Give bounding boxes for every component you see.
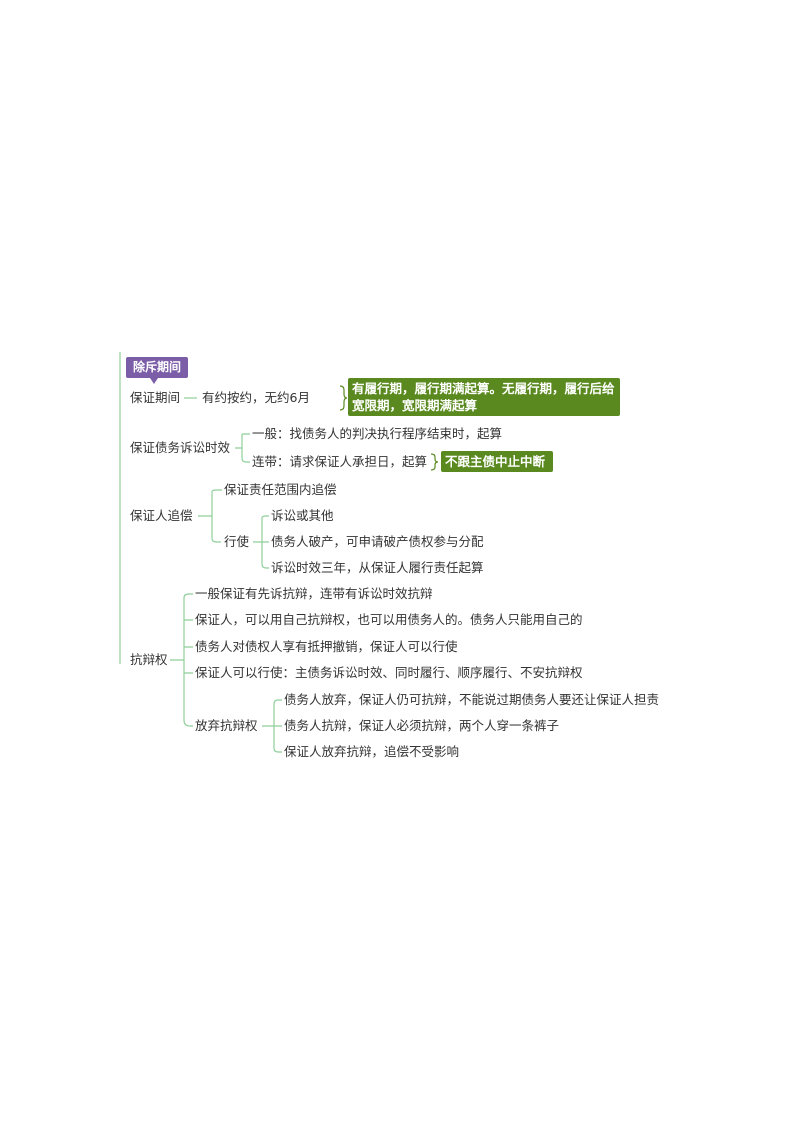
connector-limitation — [235, 433, 250, 463]
node-defense-item: 债务人对债权人享有抵押撤销，保证人可以行使 — [195, 639, 458, 654]
node-exercise-item: 诉讼或其他 — [271, 508, 334, 523]
tag-exclusion-period: 除斥期间 — [126, 357, 188, 378]
callout-limitation-note: 不跟主债中止中断 — [441, 451, 553, 472]
tag-tail — [150, 378, 158, 384]
node-recourse-exercise: 行使 — [224, 534, 250, 549]
node-waiver-item: 债务人放弃，保证人仍可抗辩，不能说过期债务人要还让保证人担责 — [284, 692, 660, 707]
node-defense-item: 一般保证有先诉抗辩，连带有诉讼时效抗辩 — [195, 586, 433, 601]
callout-period-note: 有履行期，履行期满起算。无履行期，履行后给宽限期，宽限期满起算 — [348, 378, 620, 416]
node-defense: 抗辩权 — [130, 652, 168, 667]
connector-recourse — [198, 489, 222, 543]
connector-defense — [170, 593, 193, 727]
connector-waiver — [262, 699, 282, 753]
node-guarantee-period: 保证期间 — [130, 390, 181, 405]
connector-exercise — [253, 515, 269, 569]
node-exercise-item: 诉讼时效三年，从保证人履行责任起算 — [271, 560, 484, 575]
node-recourse: 保证人追偿 — [130, 508, 193, 523]
node-defense-waiver: 放弃抗辩权 — [195, 718, 258, 733]
node-waiver-item: 保证人放弃抗辩，追偿不受影响 — [284, 744, 460, 759]
node-defense-item: 保证人，可以用自己抗辩权，也可以用债务人的。债务人只能用自己的 — [195, 612, 583, 627]
node-limitation-joint: 连带：请求保证人承担日，起算 — [252, 454, 428, 469]
node-exercise-item: 债务人破产，可申请破产债权参与分配 — [271, 534, 484, 549]
node-limitation: 保证债务诉讼时效 — [130, 440, 231, 455]
node-waiver-item: 债务人抗辩，保证人必须抗辩，两个人穿一条裤子 — [284, 718, 560, 733]
node-limitation-general: 一般：找债务人的判决执行程序结束时，起算 — [252, 426, 503, 441]
node-recourse-scope: 保证责任范围内追偿 — [224, 482, 337, 497]
node-defense-item: 保证人可以行使：主债务诉讼时效、同时履行、顺序履行、不安抗辩权 — [195, 665, 583, 680]
brace-callout-2 — [430, 453, 439, 471]
node-period-rule: 有约按约，无约6月 — [202, 390, 310, 405]
brace-callout-1 — [339, 385, 348, 411]
